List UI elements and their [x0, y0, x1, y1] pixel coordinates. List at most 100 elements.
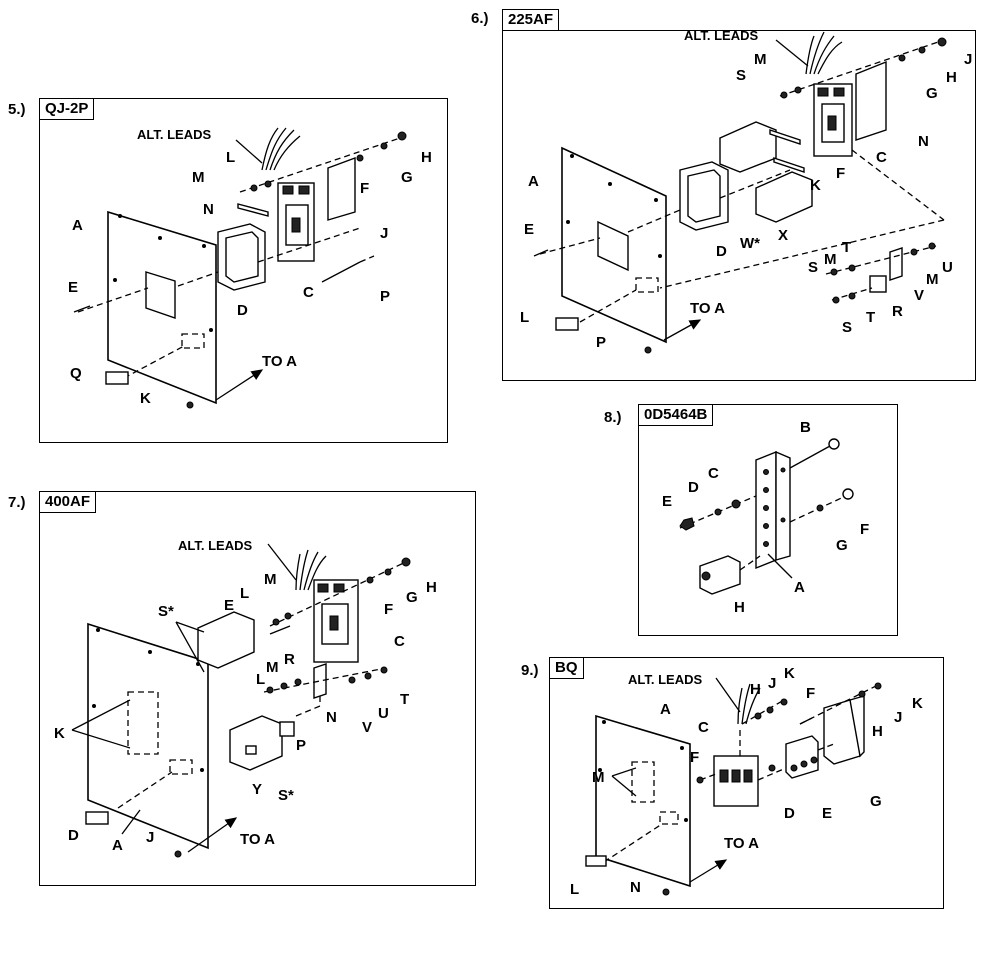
- panel-7-lug-path: [295, 696, 321, 717]
- panel-5-label-e: E: [68, 279, 78, 296]
- panel-5-tag: QJ-2P: [39, 98, 95, 120]
- panel-6-washer: [780, 91, 788, 99]
- panel-7-label-h: H: [426, 579, 437, 596]
- panel-6-label-v: V: [914, 287, 924, 304]
- panel-5-label-alt-leads: ALT. LEADS: [137, 127, 211, 142]
- panel-6-label-d: D: [716, 243, 727, 260]
- panel-7-leader-k: [71, 699, 131, 731]
- panel-9-breaker-toggle: [743, 769, 753, 783]
- panel-5-label-l: L: [226, 149, 235, 166]
- panel-5-screw-hole: [202, 244, 206, 248]
- panel-7-label-f: F: [384, 601, 393, 618]
- panel-5-explode-line: [177, 271, 219, 287]
- panel-9-breaker-toggle: [731, 769, 741, 783]
- panel-9-explode-line: [603, 823, 663, 863]
- panel-9-cutout: [631, 761, 655, 803]
- panel-9-breaker-toggle: [719, 769, 729, 783]
- panel-9-screw-hole: [598, 768, 602, 772]
- panel-9-label-k2: K: [912, 695, 923, 712]
- panel-5-breaker-handle: [291, 217, 301, 233]
- panel-5-label-f: F: [360, 180, 369, 197]
- panel-6-nut: [937, 37, 947, 47]
- panel-5-hardware-line: [239, 135, 407, 193]
- panel-8-washer-g: [816, 504, 824, 512]
- panel-5-washer: [356, 154, 364, 162]
- panel-6-label-h: H: [946, 69, 957, 86]
- panel-7-washer: [366, 576, 374, 584]
- panel-5-screw-hole: [158, 236, 162, 240]
- panel-6-label-l: L: [520, 309, 529, 326]
- panel-8-nut-e: [679, 517, 695, 531]
- panel-5-label-j: J: [380, 225, 388, 242]
- panel-5-washer: [380, 142, 388, 150]
- panel-7-window: [245, 745, 257, 755]
- panel-6-bar-k: [773, 157, 805, 173]
- panel-9-washer: [858, 690, 866, 698]
- panel-5-label-m: M: [192, 169, 205, 186]
- panel-6-label-s2: S: [808, 259, 818, 276]
- panel-7-alt-leads-leader: [267, 543, 297, 581]
- panel-9-hardware-line-2: [799, 683, 881, 725]
- panel-6-barrier-w: [719, 121, 777, 173]
- panel-8-bar-hole: [780, 517, 786, 523]
- panel-6-explode-line: [539, 237, 601, 255]
- panel-7-number: 7.): [8, 494, 26, 511]
- panel-6-screw-hole: [654, 198, 658, 202]
- panel-7-screw-hole: [148, 650, 152, 654]
- panel-5-arrow-to-a: [215, 369, 264, 401]
- panel-5-label-plate: [327, 156, 356, 221]
- panel-7-washer: [348, 676, 356, 684]
- panel-6-explode-line: [659, 219, 945, 289]
- panel-9-nut: [780, 698, 788, 706]
- panel-7-explode-line: [117, 771, 173, 809]
- panel-7-leader-s: [175, 621, 205, 633]
- panel-6-explode-line: [579, 289, 637, 323]
- panel-5-handle-mount: [181, 333, 205, 349]
- panel-7-arrow-to-a: [187, 817, 238, 853]
- panel-5-label-to-a: TO A: [262, 353, 297, 370]
- panel-6-explode-line: [719, 169, 791, 199]
- panel-5-screw-hole: [209, 328, 213, 332]
- panel-7-breaker-handle: [329, 615, 339, 631]
- panel-7-washer: [380, 666, 388, 674]
- panel-6-label-p: P: [596, 334, 606, 351]
- panel-6-label-u: U: [942, 259, 953, 276]
- panel-9-terminal: [800, 760, 808, 768]
- panel-7-breaker-terminal: [333, 583, 345, 593]
- panel-5-breaker-terminal: [298, 185, 310, 195]
- panel-6-label-j: J: [964, 51, 972, 68]
- panel-6-label-k: K: [810, 177, 821, 194]
- panel-8-label-f: F: [860, 521, 869, 538]
- panel-9-tag: BQ: [549, 657, 584, 679]
- panel-6-label-t: T: [842, 239, 851, 256]
- panel-7-leader-k: [71, 729, 131, 749]
- panel-9-explode-line: [817, 743, 835, 751]
- panel-6-hardware-line: [779, 39, 945, 97]
- panel-8-bus-bar: [775, 450, 791, 561]
- panel-5-label-p: P: [380, 288, 390, 305]
- panel-6-label-a: A: [528, 173, 539, 190]
- panel-5-washer: [264, 180, 272, 188]
- panel-8-tag: 0D5464B: [638, 404, 714, 426]
- panel-7-door-plate: [87, 622, 209, 850]
- panel-5-label-c: C: [303, 284, 314, 301]
- panel-8-leader-a: [767, 553, 793, 579]
- panel-5-label-a: A: [72, 217, 83, 234]
- panel-7-label-u: U: [378, 705, 389, 722]
- panel-6-screw-hole: [608, 182, 612, 186]
- panel-6-label-r: R: [892, 303, 903, 320]
- panel-6-label-t2: T: [866, 309, 875, 326]
- panel-9-label-m: M: [592, 769, 605, 786]
- panel-6-screw-hole: [658, 254, 662, 258]
- panel-9-leader-m: [611, 767, 637, 777]
- panel-9-screw-hole: [684, 818, 688, 822]
- panel-7-leader-s: [175, 621, 205, 673]
- panel-7-label-c: C: [394, 633, 405, 650]
- panel-7-breaker-terminal: [317, 583, 329, 593]
- panel-8-bolt-b: [789, 445, 831, 469]
- panel-5-breaker-terminal: [282, 185, 294, 195]
- panel-9-label-j2: J: [894, 709, 902, 726]
- panel-7-label-v: V: [362, 719, 372, 736]
- panel-7-washer: [280, 682, 288, 690]
